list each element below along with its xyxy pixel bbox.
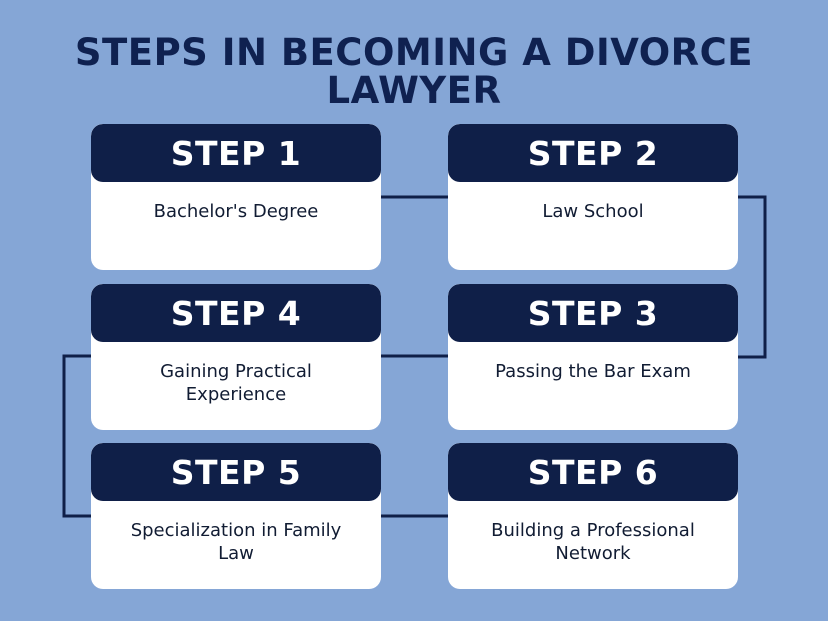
page-title: STEPS IN BECOMING A DIVORCE LAWYER (0, 34, 828, 110)
step-6-text: Building a Professional Network (491, 520, 695, 564)
title-line-2: LAWYER (326, 69, 502, 112)
step-4-text: Gaining Practical Experience (160, 361, 312, 405)
step-card-5: STEP 5 Specialization in Family Law (91, 443, 381, 589)
step-5-text: Specialization in Family Law (130, 520, 342, 564)
step-1-text: Bachelor's Degree (153, 201, 319, 222)
step-2-label: STEP 2 (448, 124, 738, 182)
step-1-label: STEP 1 (91, 124, 381, 182)
step-2-text: Law School (542, 201, 644, 222)
step-6-label: STEP 6 (448, 443, 738, 501)
step-card-6: STEP 6 Building a Professional Network (448, 443, 738, 589)
step-3-label: STEP 3 (448, 284, 738, 342)
step-card-3: STEP 3 Passing the Bar Exam (448, 284, 738, 430)
step-4-label: STEP 4 (91, 284, 381, 342)
step-card-2: STEP 2 Law School (448, 124, 738, 270)
step-card-1: STEP 1 Bachelor's Degree (91, 124, 381, 270)
connector-step2-step3 (738, 195, 767, 359)
step-3-text: Passing the Bar Exam (495, 361, 691, 382)
step-5-label: STEP 5 (91, 443, 381, 501)
step-card-4: STEP 4 Gaining Practical Experience (91, 284, 381, 430)
connector-step4-step5 (62, 354, 91, 518)
title-line-1: STEPS IN BECOMING A DIVORCE (74, 31, 754, 74)
